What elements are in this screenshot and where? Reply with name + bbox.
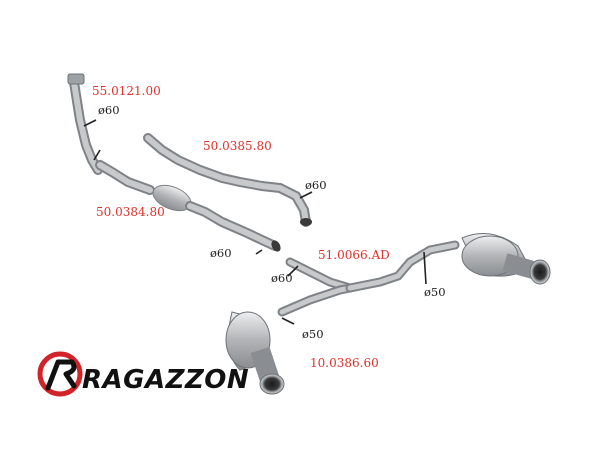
diameter-y-pipe-outlet: ø50 bbox=[424, 285, 446, 299]
y-pipe bbox=[277, 240, 460, 317]
ragazzon-r-icon bbox=[37, 351, 83, 397]
part-number-left-pipe: 50.0384.80 bbox=[96, 205, 165, 219]
part-number-muffler: 10.0386.60 bbox=[310, 356, 379, 370]
diameter-downpipe: ø60 bbox=[98, 103, 120, 117]
diameter-right-pipe-end: ø60 bbox=[305, 178, 327, 192]
part-number-downpipe: 55.0121.00 bbox=[92, 84, 161, 98]
left-rear-muffler bbox=[225, 311, 285, 395]
part-number-y-pipe: 51.0066.AD bbox=[318, 248, 390, 262]
brand-logo-text: RAGAZZON bbox=[82, 365, 250, 395]
downpipe bbox=[67, 73, 103, 175]
right-pipe bbox=[143, 133, 312, 227]
diameter-left-pipe-end: ø60 bbox=[210, 246, 232, 260]
diameter-muffler-inlet: ø50 bbox=[302, 327, 324, 341]
diameter-y-pipe-inlet: ø60 bbox=[271, 271, 293, 285]
part-number-right-pipe: 50.0385.80 bbox=[203, 139, 272, 153]
right-rear-muffler bbox=[461, 233, 551, 285]
leader-lines bbox=[83, 119, 427, 325]
left-pipe bbox=[95, 160, 281, 252]
